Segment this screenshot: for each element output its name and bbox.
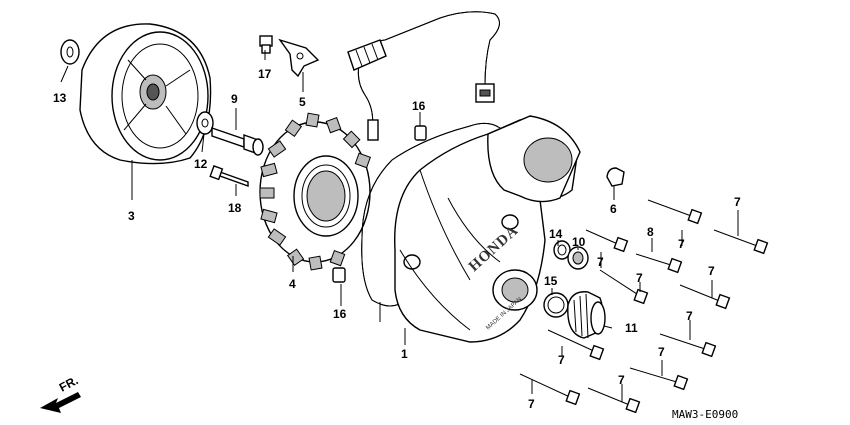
crankcase-cover: HONDA MADE IN JAPAN — [394, 115, 581, 343]
wire-clip-5 — [278, 38, 320, 78]
flange-bolt-9 — [211, 127, 264, 156]
label-10: 10 — [572, 235, 586, 249]
label-7d: 7 — [636, 271, 643, 285]
label-7f: 7 — [686, 309, 693, 323]
label-5: 5 — [299, 95, 306, 109]
front-arrow-icon — [40, 392, 81, 413]
label-14: 14 — [549, 227, 563, 241]
label-16-lower: 16 — [333, 307, 347, 321]
label-6: 6 — [610, 202, 617, 216]
label-15: 15 — [544, 274, 558, 288]
label-4: 4 — [289, 277, 296, 291]
label-7i: 7 — [618, 373, 625, 387]
leader-lines — [60, 50, 739, 402]
flywheel — [79, 23, 212, 165]
dowel-pin-16-upper — [414, 125, 427, 141]
label-18: 18 — [228, 201, 242, 215]
bolt-18 — [209, 165, 249, 187]
label-8: 8 — [647, 225, 654, 239]
label-3: 3 — [128, 209, 135, 223]
label-7g: 7 — [658, 345, 665, 359]
part-labels: 13 3 9 12 18 4 5 17 16 16 1 6 7 7 8 7 7 … — [53, 67, 741, 411]
washer-12 — [196, 111, 214, 135]
plug-10 — [567, 246, 589, 270]
cap-11 — [567, 291, 606, 339]
label-17: 17 — [258, 67, 272, 81]
o-ring-15 — [543, 292, 569, 318]
label-12: 12 — [194, 157, 208, 171]
label-7e: 7 — [708, 264, 715, 278]
washer-13 — [60, 39, 80, 65]
front-direction-indicator: FR. — [40, 373, 81, 413]
cover-bolts — [519, 199, 769, 414]
label-7c: 7 — [597, 255, 604, 269]
dowel-pin-16-lower — [332, 267, 346, 283]
label-1: 1 — [401, 347, 408, 361]
label-9: 9 — [231, 92, 238, 106]
label-13: 13 — [53, 91, 67, 105]
label-7a: 7 — [734, 195, 741, 209]
label-7h: 7 — [558, 353, 565, 367]
label-7j: 7 — [528, 397, 535, 411]
label-7b: 7 — [678, 237, 685, 251]
label-11: 11 — [625, 321, 638, 335]
diagram-code: MAW3-E0900 — [672, 408, 738, 421]
label-16-upper: 16 — [412, 99, 426, 113]
clamp-6 — [606, 167, 625, 187]
screw-17 — [259, 35, 273, 54]
front-label: FR. — [57, 373, 81, 394]
stator — [259, 112, 371, 271]
wire-harness — [347, 11, 500, 141]
